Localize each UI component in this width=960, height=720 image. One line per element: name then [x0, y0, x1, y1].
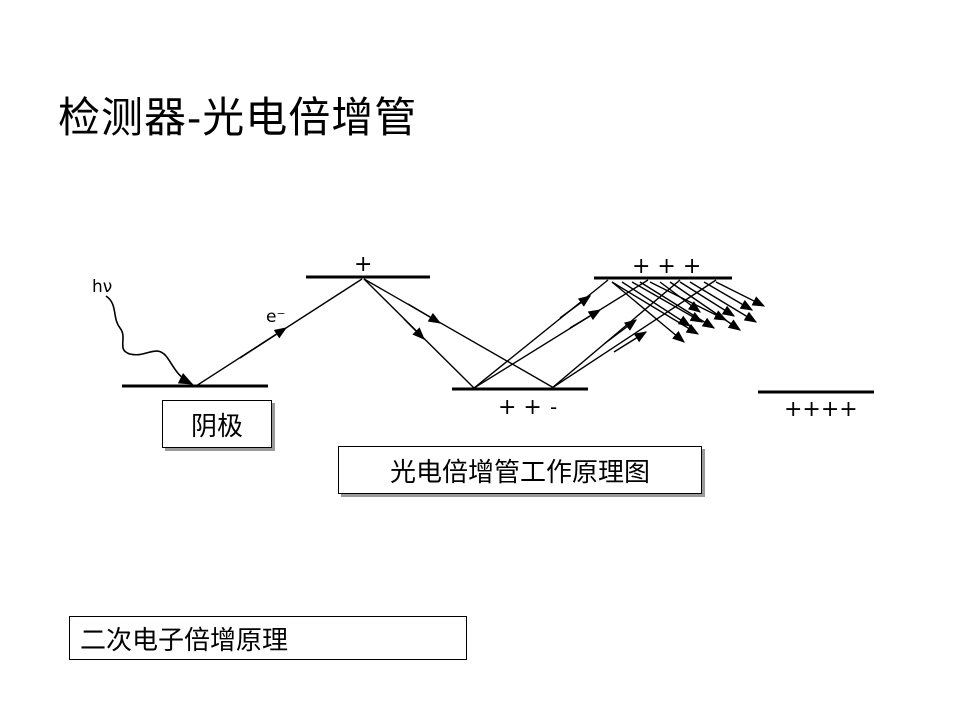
anode-minus: - — [550, 395, 557, 419]
electron-path-3a — [473, 279, 609, 389]
electron-arrow-2b — [407, 303, 442, 324]
cathode-label-box: 阴极 — [162, 400, 272, 448]
principle-label: 二次电子倍增原理 — [80, 625, 289, 656]
electron-arrow-1 — [239, 327, 288, 359]
electron-fan — [611, 281, 766, 343]
dynode-1-charge: + — [354, 252, 372, 277]
electron-path-3c — [551, 279, 681, 389]
dynode-4-charge: ++++ — [784, 397, 858, 422]
electron-arrow-3a — [559, 295, 592, 319]
electron-path-3b — [473, 279, 649, 389]
electron-arrow-3c — [603, 319, 638, 345]
cathode-label: 阴极 — [190, 411, 243, 442]
slide-title: 检测器-光电倍增管 — [58, 93, 418, 142]
electron-label: e⁻ — [266, 307, 285, 327]
electron-arrow-3d — [613, 331, 648, 353]
principle-label-box: 二次电子倍增原理 — [69, 616, 467, 660]
photon-wave — [105, 295, 194, 385]
diagram-caption-box: 光电倍增管工作原理图 — [338, 446, 702, 494]
dynode-2-charge: + + — [498, 395, 542, 420]
electron-arrow-3b — [569, 309, 602, 329]
diagram-caption: 光电倍增管工作原理图 — [389, 457, 650, 488]
electron-path-2b — [363, 278, 555, 389]
electron-arrow-2a — [403, 318, 425, 340]
dynode-3-charge: + + + — [632, 254, 701, 279]
photon-label: hν — [92, 277, 112, 297]
